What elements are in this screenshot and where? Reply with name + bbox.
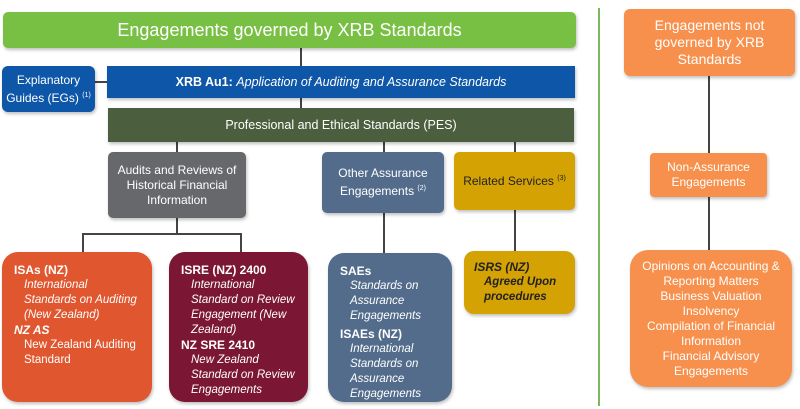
xrb-au1-box: XRB Au1: Application of Auditing and Ass… [107, 66, 575, 98]
not-governed-box: Engagements not governed by XRB Standard… [624, 9, 795, 76]
connector-line [82, 233, 84, 252]
connector-line [708, 76, 710, 153]
nz-sre-heading: NZ SRE 2410 [181, 338, 256, 352]
nz-as-description: New Zealand Auditing Standard [24, 339, 136, 366]
isa-box: ISAs (NZ) International Standards on Aud… [2, 252, 152, 402]
other-services-box: Opinions on Accounting & Reporting Matte… [630, 250, 792, 387]
other-assurance-box: Other Assurance Engagements (2) [322, 152, 444, 213]
xrb-engagements-banner: Engagements governed by XRB Standards [3, 12, 576, 48]
connector-line [383, 142, 385, 152]
other-assurance-label: Other Assurance Engagements (2) [338, 166, 428, 198]
valuation-item: Business Valuation [660, 288, 762, 303]
connector-line [514, 210, 516, 251]
isa-heading: ISAs (NZ) [14, 263, 68, 277]
isre-box: ISRE (NZ) 2400 International Standard on… [169, 252, 308, 402]
nz-sre-description: New Zealand Standard on Review Engagemen… [191, 354, 295, 396]
connector-line [82, 233, 242, 235]
isre-description: International Standard on Review Engagem… [191, 279, 295, 336]
isrs-box: ISRS (NZ) Agreed Upon procedures [464, 251, 575, 314]
insolvency-item: Insolvency [682, 303, 740, 318]
non-assurance-label: Non-Assurance Engagements [667, 160, 750, 189]
audits-reviews-label: Audits and Reviews of Historical Financi… [117, 162, 237, 207]
isrs-heading: ISRS (NZ) [474, 260, 530, 274]
xrb-au1-label: XRB Au1: Application of Auditing and Ass… [175, 75, 507, 89]
explanatory-guides-box: Explanatory Guides (EGs) (1) [2, 66, 95, 112]
pes-box: Professional and Ethical Standards (PES) [108, 108, 574, 142]
opinion-item: Opinions on Accounting & Reporting Matte… [642, 258, 780, 288]
connector-line [300, 47, 302, 67]
non-assurance-box: Non-Assurance Engagements [650, 153, 767, 197]
isre-heading: ISRE (NZ) 2400 [181, 263, 267, 277]
connector-line [514, 142, 516, 152]
sae-description: Standards on Assurance Engagements [350, 280, 421, 322]
connector-line [383, 213, 385, 253]
connector-line [176, 142, 178, 152]
explanatory-guides-label: Explanatory Guides (EGs) (1) [6, 72, 91, 105]
related-services-label: Related Services (3) [463, 174, 566, 188]
sae-heading: SAEs [340, 264, 372, 278]
isae-heading: ISAEs (NZ) [340, 327, 403, 341]
isrs-description: Agreed Upon procedures [484, 276, 557, 303]
connector-line [240, 233, 242, 252]
connector-line [300, 98, 302, 108]
nz-as-heading: NZ AS [14, 323, 50, 337]
section-separator [598, 8, 600, 406]
audits-reviews-box: Audits and Reviews of Historical Financi… [108, 152, 246, 218]
connector-line [95, 81, 107, 83]
not-governed-label: Engagements not governed by XRB Standard… [654, 17, 765, 67]
connector-line [708, 197, 710, 250]
connector-line [176, 218, 178, 234]
isa-description: International Standards on Auditing (New… [24, 279, 137, 321]
advisory-item: Financial Advisory Engagements [662, 348, 760, 378]
isae-description: International Standards on Assurance Eng… [350, 343, 421, 400]
related-services-box: Related Services (3) [454, 152, 575, 210]
compilation-item: Compilation of Financial Information [646, 318, 776, 348]
pes-label: Professional and Ethical Standards (PES) [225, 118, 457, 132]
sae-box: SAEs Standards on Assurance Engagements … [328, 253, 452, 402]
banner-title: Engagements governed by XRB Standards [117, 19, 462, 40]
